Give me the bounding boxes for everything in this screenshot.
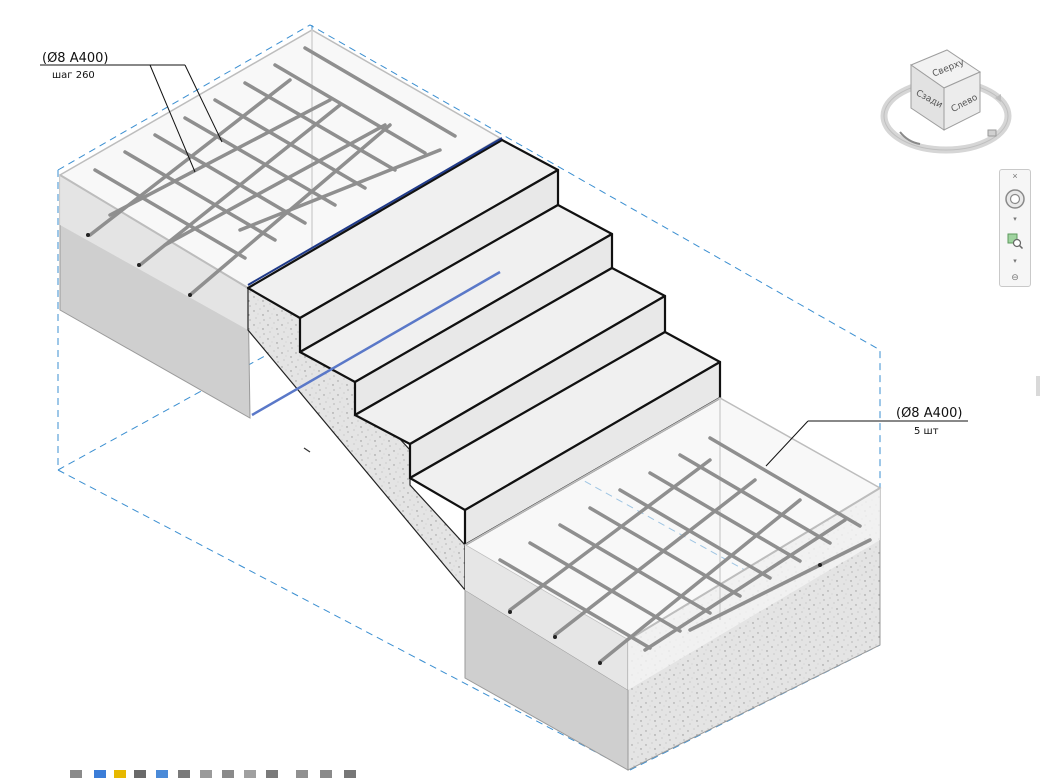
cursor-mark <box>303 447 311 453</box>
zoom-dropdown[interactable]: ▾ <box>1013 258 1017 265</box>
worksharing-icon[interactable] <box>244 770 256 778</box>
visual-style-icon[interactable] <box>94 770 106 778</box>
highlight-displacement-icon[interactable] <box>296 770 308 778</box>
sun-path-icon[interactable] <box>114 770 126 778</box>
viewcube-face-left[interactable] <box>943 71 981 131</box>
steering-wheel-icon <box>1005 189 1025 209</box>
reveal-constraints-icon[interactable] <box>320 770 332 778</box>
zoom-region-icon <box>1007 233 1024 250</box>
analytical-model-icon[interactable] <box>266 770 278 778</box>
view-control-bar <box>0 768 1040 778</box>
steering-wheel-button[interactable] <box>1000 186 1030 212</box>
temporary-view-properties-icon[interactable] <box>344 770 356 778</box>
shadows-icon[interactable] <box>134 770 146 778</box>
top-rebar-tag-leader <box>40 64 223 173</box>
viewcube-home-icon[interactable] <box>899 131 921 145</box>
top-rebar-tag-main[interactable]: (Ø8 A400) <box>42 51 109 66</box>
crop-view-icon[interactable] <box>156 770 168 778</box>
viewcube-arrow-icon[interactable] <box>995 94 1001 102</box>
scroll-indicator[interactable] <box>1036 376 1040 396</box>
navbar-options-button[interactable]: ⊖ <box>1011 271 1019 282</box>
zoom-button[interactable] <box>1000 230 1030 252</box>
top-rebar-tag-sub: шаг 260 <box>52 70 95 81</box>
lower-rebar-mesh[interactable] <box>498 436 872 664</box>
show-crop-icon[interactable] <box>178 770 190 778</box>
navigation-bar: × ▾ ▾ ⊖ <box>999 169 1031 287</box>
reveal-hidden-icon[interactable] <box>222 770 234 778</box>
bottom-rebar-tag-leader <box>765 420 968 467</box>
viewcube[interactable]: Сзади Слево Сверху <box>880 49 1012 154</box>
viewcube-rotate-icon[interactable] <box>987 129 997 137</box>
temporary-hide-icon[interactable] <box>200 770 212 778</box>
bottom-rebar-tag-sub: 5 шт <box>914 426 939 437</box>
lower-rebar-ends <box>508 563 822 665</box>
detail-level-icon[interactable] <box>70 770 82 778</box>
stair-steps[interactable] <box>246 138 722 547</box>
steering-wheel-dropdown[interactable]: ▾ <box>1013 216 1017 223</box>
upper-rebar-ends <box>86 233 192 297</box>
bottom-rebar-tag-main[interactable]: (Ø8 A400) <box>896 406 963 421</box>
selected-edges[interactable] <box>247 137 503 417</box>
navbar-close-button[interactable]: × <box>1012 171 1018 181</box>
upper-rebar-mesh[interactable] <box>88 46 457 297</box>
